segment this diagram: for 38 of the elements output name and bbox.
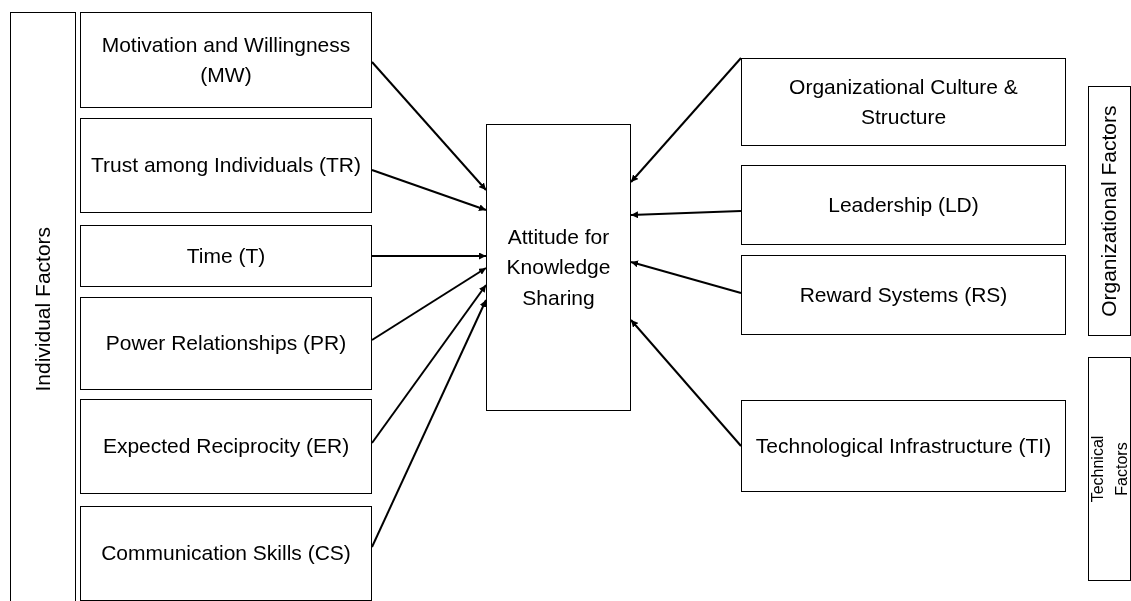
factor-box: [80, 118, 372, 213]
arrow: [630, 260, 742, 294]
node-label: Trust among Individuals (TR): [90, 152, 362, 179]
node-label: Communication Skills (CS): [100, 540, 352, 567]
node-label: Technological Infrastructure (TI): [754, 432, 1053, 459]
arrow: [371, 252, 487, 260]
group-label: Individual Factors: [29, 227, 55, 392]
node-label: Leadership (LD): [827, 191, 980, 218]
factor-box: [80, 297, 372, 390]
node-label: Time (T): [185, 242, 267, 269]
node-label: Power Relationships (PR): [104, 330, 348, 357]
arrow: [371, 61, 487, 191]
arrow: [630, 210, 742, 219]
arrow: [371, 169, 487, 211]
factor-box: [80, 12, 372, 108]
group-label: Organizational Factors: [1096, 105, 1122, 317]
factor-box: [741, 255, 1066, 335]
group-label: Technical Factors: [1087, 434, 1131, 505]
node-label: Organizational Culture & Structure: [788, 73, 1019, 130]
node-label: Motivation and Willingness (MW): [100, 31, 352, 88]
factor-box: [80, 399, 372, 494]
arrow: [630, 57, 742, 183]
group-band: [1088, 86, 1131, 336]
factor-box: [741, 400, 1066, 492]
node-label: Expected Reciprocity (ER): [101, 433, 351, 460]
arrow: [630, 319, 742, 447]
group-band: [10, 12, 76, 601]
arrow: [371, 299, 487, 548]
factor-box: [486, 124, 631, 411]
node-label: Attitude for Knowledge Sharing: [505, 223, 612, 311]
factor-box: [741, 165, 1066, 245]
group-band: [1088, 357, 1131, 581]
factor-box: [741, 58, 1066, 146]
factor-box: [80, 506, 372, 601]
factor-box: [80, 225, 372, 287]
arrow: [371, 284, 487, 444]
arrow: [371, 267, 487, 341]
node-label: Reward Systems (RS): [798, 281, 1009, 308]
